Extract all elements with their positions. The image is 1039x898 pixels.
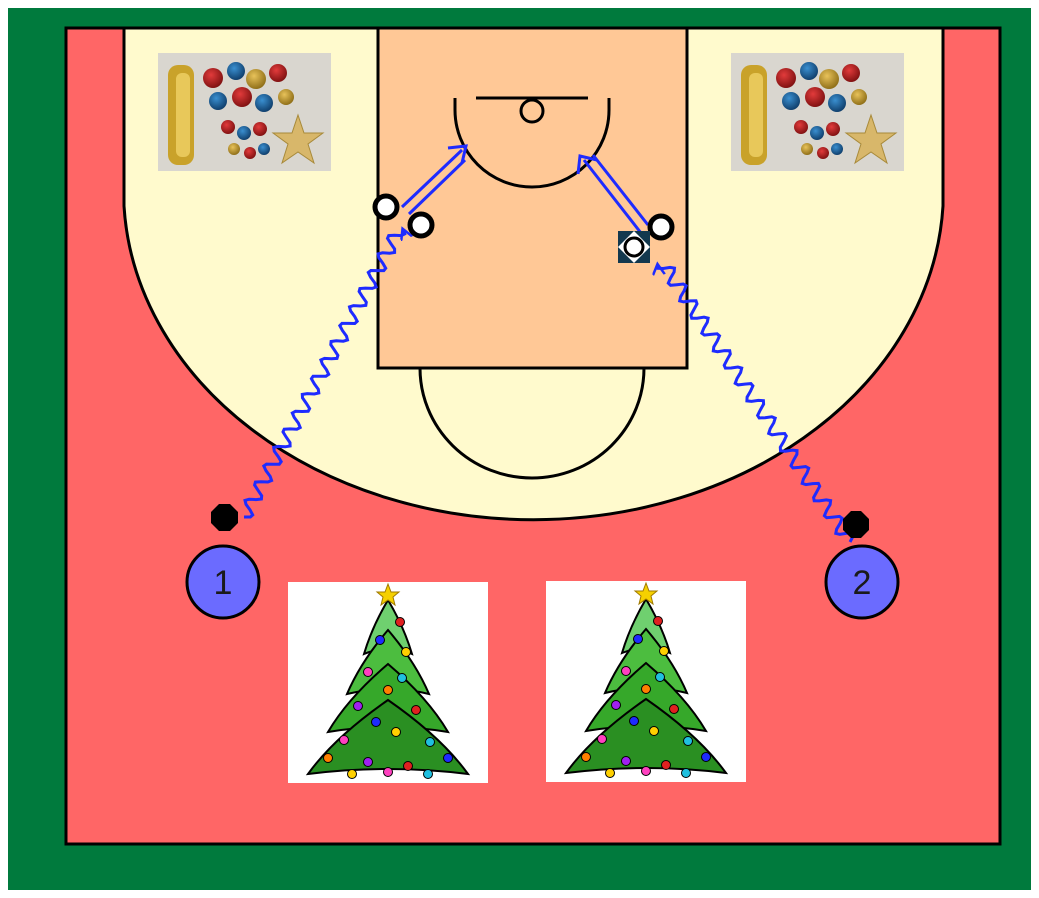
christmas-tree-image-left: [288, 582, 488, 783]
player-2[interactable]: 2: [824, 544, 900, 620]
ball-player-2: [843, 511, 869, 538]
dribble-path-player-2: [658, 265, 855, 543]
rim: [519, 98, 545, 124]
dribble-path-player-1: [243, 230, 405, 519]
paint-key: [376, 26, 689, 370]
cone-left-lower: [407, 211, 435, 239]
free-throw-circle: [418, 367, 646, 480]
player-1[interactable]: 1: [185, 544, 261, 620]
player-2-label: 2: [853, 564, 872, 602]
restricted-area-arc: [453, 98, 611, 189]
cone-right-upper: [647, 213, 675, 241]
player-1-label: 1: [214, 564, 233, 602]
christmas-ornaments-image-left: [158, 53, 331, 171]
cut-arrow-right: [576, 154, 650, 234]
christmas-tree-image-right: [546, 581, 746, 782]
cone-left-upper: [372, 193, 400, 221]
checkered-marker: [618, 231, 650, 263]
cut-arrow-left: [400, 144, 468, 216]
christmas-ornaments-image-right: [731, 53, 904, 171]
ball-player-1: [211, 504, 238, 531]
